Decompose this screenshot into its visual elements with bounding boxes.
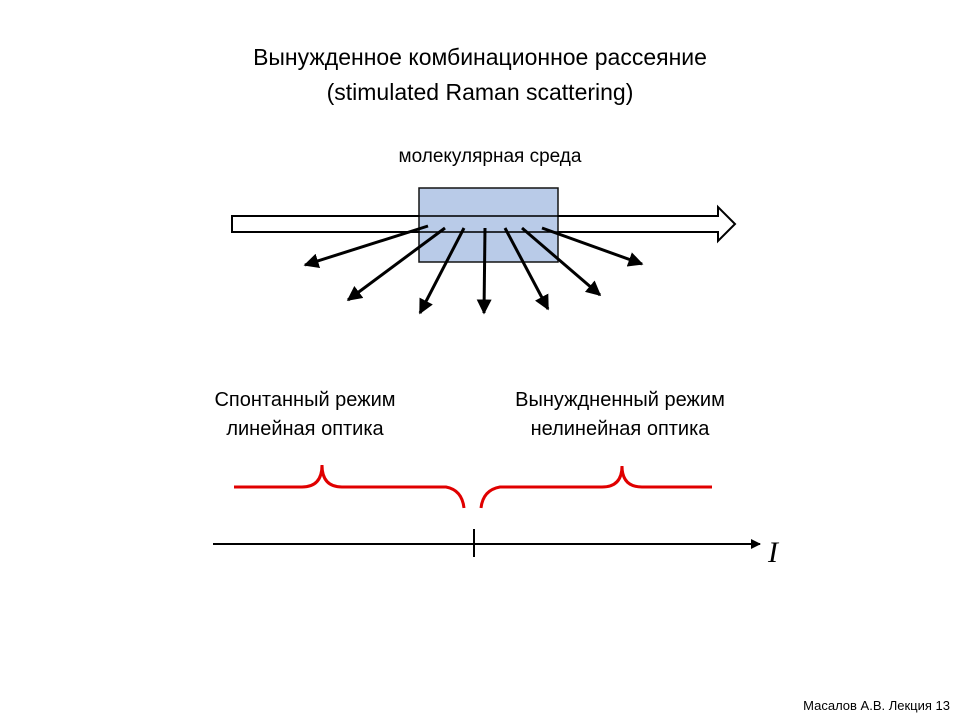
regime-spontaneous: Спонтанный режим линейная оптика bbox=[165, 386, 445, 444]
scatter-arrow-4 bbox=[476, 227, 492, 315]
regime-stimulated-line2: нелинейная оптика bbox=[530, 418, 710, 440]
title-line-2: (stimulated Raman scattering) bbox=[326, 79, 634, 105]
medium-label: молекулярная среда bbox=[398, 146, 582, 167]
title-line-1: Вынужденное комбинационное рассеяние bbox=[253, 44, 707, 70]
regime-spontaneous-line2: линейная оптика bbox=[226, 418, 384, 440]
brace-spontaneous bbox=[234, 464, 466, 509]
scatter-arrow-7 bbox=[541, 226, 644, 267]
intensity-axis-label: I bbox=[768, 536, 778, 569]
scatter-arrow-5 bbox=[503, 227, 550, 311]
scatter-arrow-1 bbox=[303, 224, 429, 269]
scatter-arrow-3 bbox=[418, 227, 466, 315]
regime-stimulated-line1: Вынуждненный режим bbox=[515, 389, 725, 411]
slide-title: Вынужденное комбинационное рассеяние (st… bbox=[0, 40, 960, 110]
medium-box bbox=[418, 187, 559, 263]
scatter-arrow-6 bbox=[521, 226, 602, 297]
scatter-arrow-2 bbox=[346, 226, 446, 302]
regime-spontaneous-line1: Спонтанный режим bbox=[214, 389, 396, 411]
scattered-arrows bbox=[303, 224, 644, 315]
brace-stimulated bbox=[479, 465, 712, 509]
regime-stimulated: Вынуждненный режим нелинейная оптика bbox=[470, 386, 770, 444]
slide-footer: Масалов А.В. Лекция 13 bbox=[803, 698, 950, 713]
